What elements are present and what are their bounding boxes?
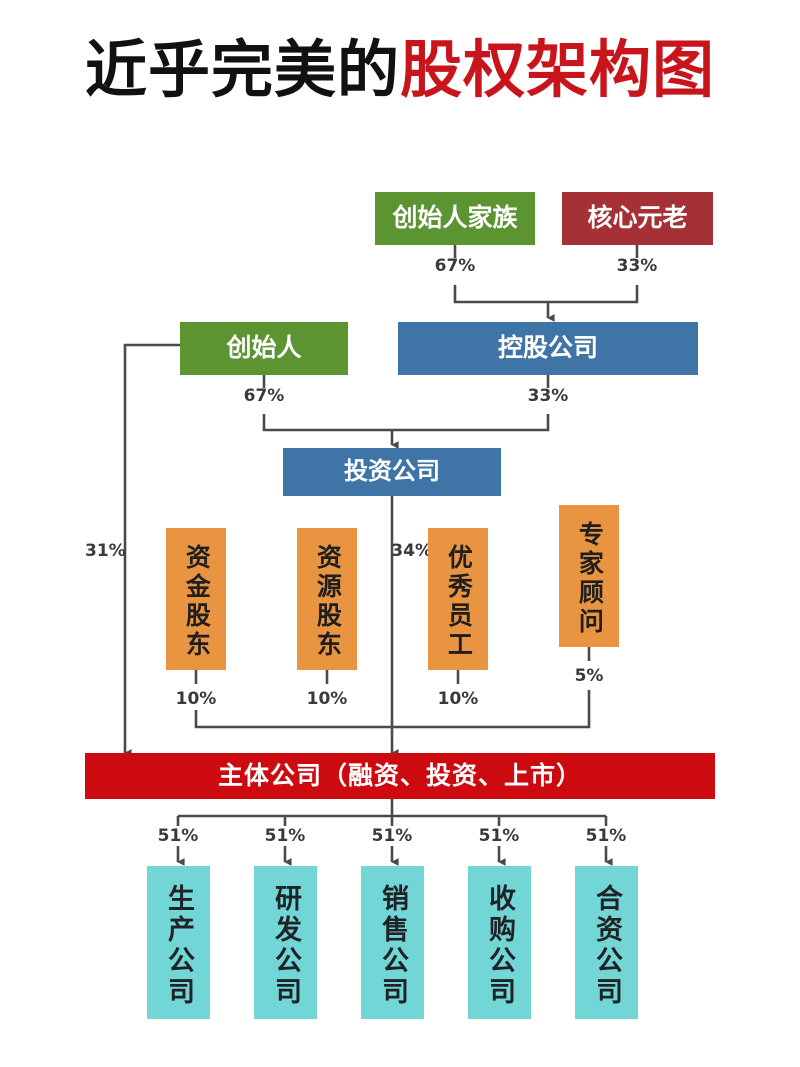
percent-value: 51% <box>264 826 306 846</box>
percent-core-veteran-to-holding: 33% <box>597 256 677 276</box>
percent-investment-to-main: 34% <box>352 541 432 561</box>
percent-value: 31% <box>85 541 126 561</box>
percent-value: 51% <box>585 826 627 846</box>
percent-subsidiary-sales: 51% <box>352 826 432 846</box>
node-subsidiary-acquisition-label: 收购公司 <box>484 883 516 1008</box>
percent-value: 33% <box>616 256 658 276</box>
node-investment-company[interactable]: 投资公司 <box>283 448 501 496</box>
node-main-company-label: 主体公司（融资、投资、上市） <box>217 760 582 790</box>
page-title: 近乎完美的股权架构图 <box>0 30 800 110</box>
percent-shareholder-resource: 10% <box>287 689 367 709</box>
node-subsidiary-production[interactable]: 生产公司 <box>147 866 210 1019</box>
percent-value: 67% <box>434 256 476 276</box>
node-shareholder-resource[interactable]: 资源股东 <box>297 528 357 670</box>
node-subsidiary-acquisition[interactable]: 收购公司 <box>468 866 531 1019</box>
percent-value: 10% <box>306 689 348 709</box>
node-subsidiary-sales[interactable]: 销售公司 <box>361 866 424 1019</box>
node-subsidiary-rnd[interactable]: 研发公司 <box>254 866 317 1019</box>
percent-shareholder-advisor: 5% <box>549 666 629 686</box>
percent-subsidiary-acquisition: 51% <box>459 826 539 846</box>
node-main-company[interactable]: 主体公司（融资、投资、上市） <box>85 753 715 799</box>
percent-founder-family-to-holding: 67% <box>415 256 495 276</box>
percent-value: 51% <box>371 826 413 846</box>
percent-shareholder-capital: 10% <box>156 689 236 709</box>
node-core-veteran-label: 核心元老 <box>587 203 688 233</box>
percent-value: 10% <box>175 689 217 709</box>
node-subsidiary-sales-label: 销售公司 <box>377 883 409 1008</box>
node-founder-label: 创始人 <box>226 333 302 363</box>
node-subsidiary-jointventure[interactable]: 合资公司 <box>575 866 638 1019</box>
node-founder[interactable]: 创始人 <box>180 322 348 375</box>
node-shareholder-resource-label: 资源股东 <box>313 544 343 660</box>
percent-value: 10% <box>437 689 479 709</box>
node-shareholder-employee[interactable]: 优秀员工 <box>428 528 488 670</box>
percent-value: 67% <box>243 386 285 406</box>
percent-value: 51% <box>478 826 520 846</box>
node-holding-company-label: 控股公司 <box>497 333 598 363</box>
node-founder-family-label: 创始人家族 <box>392 203 518 233</box>
percent-holding-to-investment: 33% <box>508 386 588 406</box>
title-black-part: 近乎完美的 <box>84 33 400 106</box>
percent-value: 5% <box>574 666 604 686</box>
node-shareholder-capital-label: 资金股东 <box>182 544 212 660</box>
node-subsidiary-jointventure-label: 合资公司 <box>591 883 623 1008</box>
percent-value: 33% <box>527 386 569 406</box>
node-holding-company[interactable]: 控股公司 <box>398 322 698 375</box>
node-investment-company-label: 投资公司 <box>344 457 440 486</box>
title-red-part: 股权架构图 <box>400 33 716 106</box>
node-founder-family[interactable]: 创始人家族 <box>375 192 535 245</box>
node-shareholder-employee-label: 优秀员工 <box>444 544 474 660</box>
node-shareholder-advisor-label: 专家顾问 <box>575 521 605 637</box>
node-shareholder-advisor[interactable]: 专家顾问 <box>559 505 619 647</box>
percent-value: 51% <box>157 826 199 846</box>
percent-shareholder-employee: 10% <box>418 689 498 709</box>
percent-subsidiary-production: 51% <box>138 826 218 846</box>
percent-value: 34% <box>391 541 432 561</box>
percent-founder-to-main: 31% <box>85 541 165 561</box>
node-subsidiary-production-label: 生产公司 <box>163 883 195 1008</box>
percent-subsidiary-jointventure: 51% <box>566 826 646 846</box>
percent-subsidiary-rnd: 51% <box>245 826 325 846</box>
node-shareholder-capital[interactable]: 资金股东 <box>166 528 226 670</box>
node-core-veteran[interactable]: 核心元老 <box>562 192 713 245</box>
node-subsidiary-rnd-label: 研发公司 <box>270 883 302 1008</box>
percent-founder-to-investment: 67% <box>224 386 304 406</box>
